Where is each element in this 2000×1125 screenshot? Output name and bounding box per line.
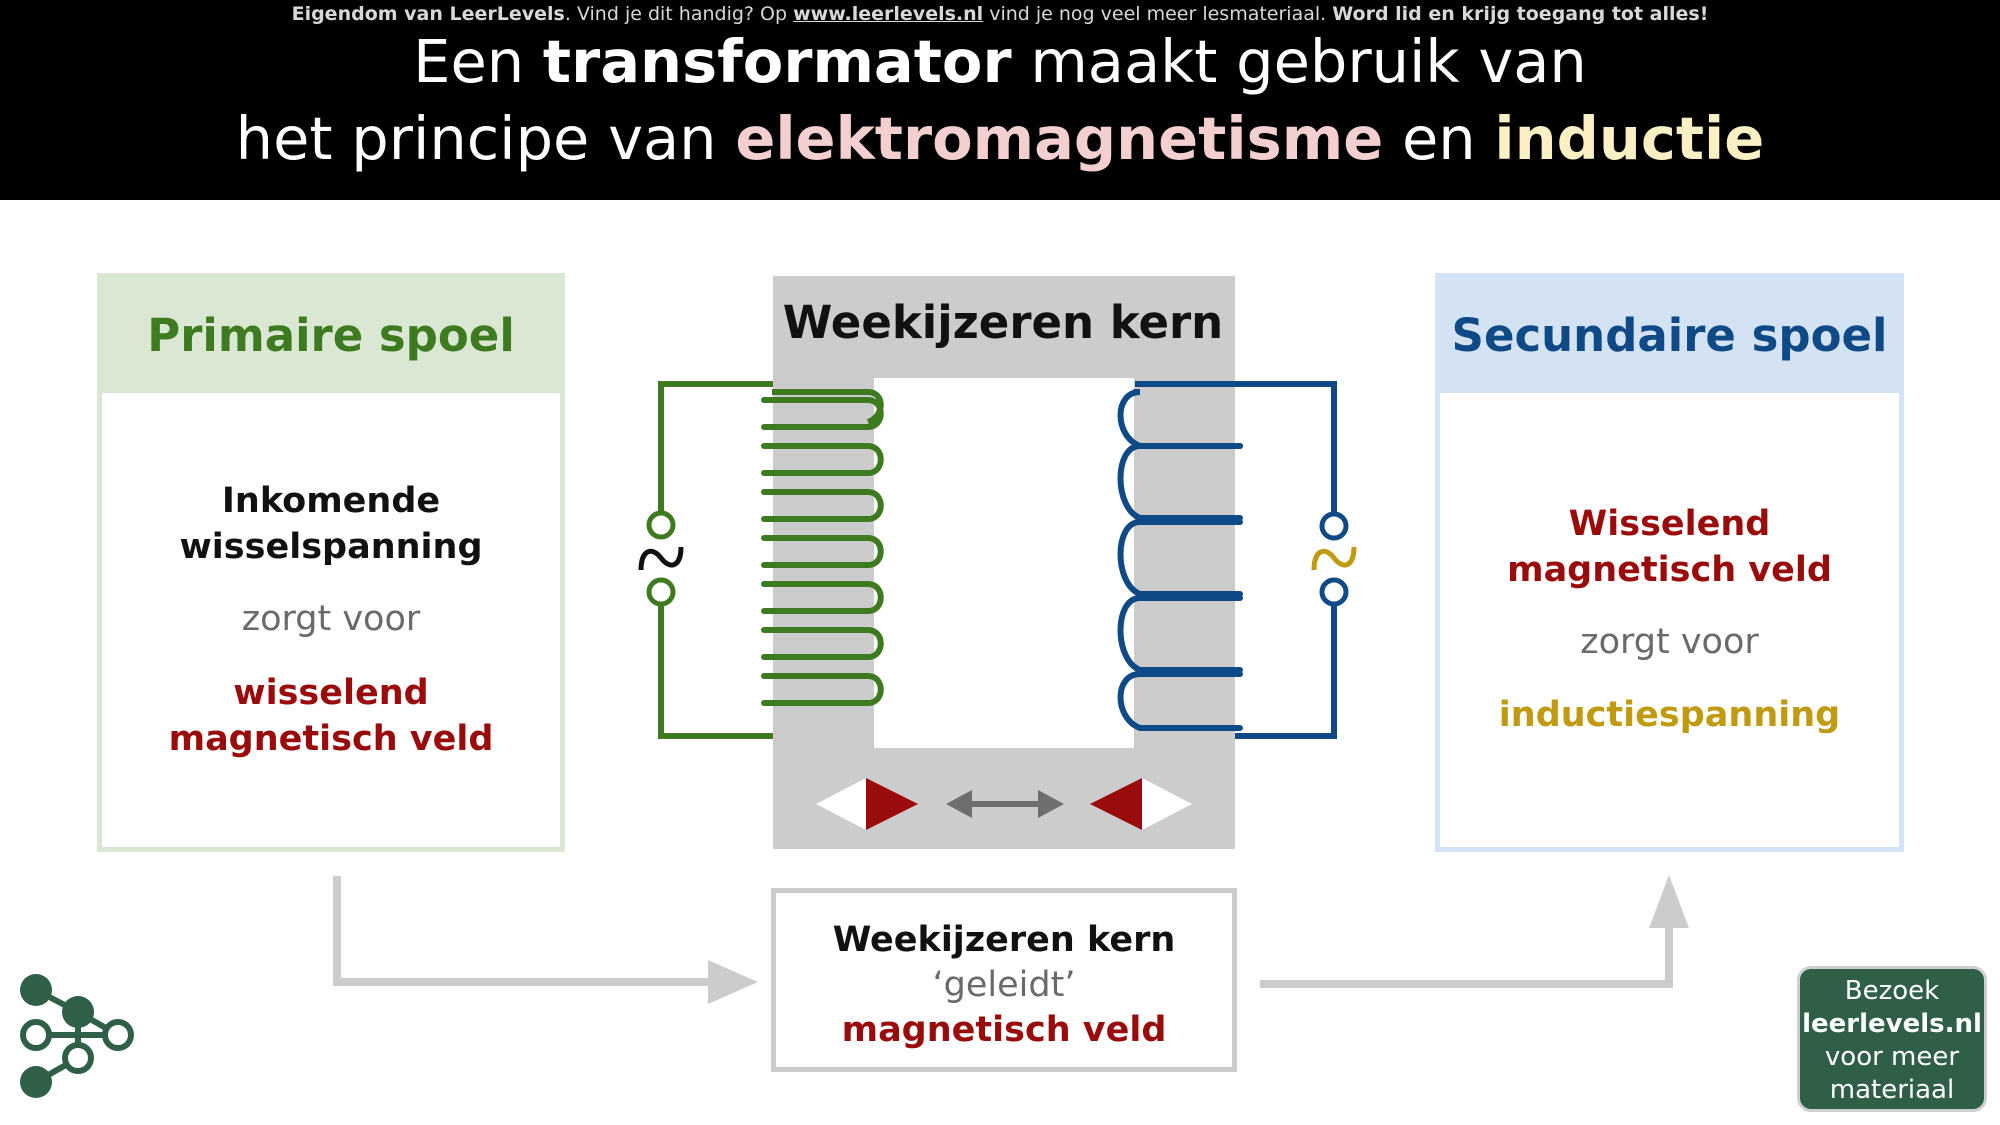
notice-text-2: vind je nog veel meer lesmateriaal. (983, 3, 1333, 25)
flow-arrow-to-core (333, 876, 710, 986)
badge-line-1: Bezoek (1844, 976, 1940, 1006)
secondary-coil-windings (1117, 389, 1243, 731)
primary-result-2: magnetisch veld (168, 719, 494, 759)
field-arrow-right-white (1142, 778, 1192, 830)
core-box-line-1: Weekijzeren kern (832, 920, 1176, 960)
title-keyword-elektromagnetisme: elektromagnetisme (735, 104, 1384, 173)
badge-line-4: materiaal (1829, 1075, 1955, 1105)
secondary-coil-heading: Secundaire spoel (1440, 278, 1899, 393)
primary-connector: zorgt voor (241, 599, 421, 639)
website-link[interactable]: www.leerlevels.nl (793, 3, 984, 25)
primary-wire-top (658, 381, 773, 511)
flow-arrowhead-up (1649, 875, 1689, 928)
notice-text: . Vind je dit handig? Op (564, 3, 794, 25)
header: Eigendom van LeerLevels. Vind je dit han… (0, 0, 2000, 200)
flow-arrowhead-right (708, 960, 758, 1004)
double-arrow-head-left (946, 790, 972, 818)
secondary-line-1: Wisselend (1568, 504, 1771, 544)
flow-arrow-to-secondary (1260, 926, 1673, 988)
secondary-wire-bottom (1235, 606, 1337, 739)
primary-result-1: wisselend (233, 673, 429, 713)
primary-coil-heading: Primaire spoel (102, 278, 560, 393)
core-box-line-3: magnetisch veld (841, 1010, 1167, 1050)
ac-source-icon (1311, 546, 1357, 571)
primary-wire-bottom (658, 605, 773, 739)
ownership-notice: Eigendom van LeerLevels. Vind je dit han… (0, 3, 2000, 25)
secondary-line-2: magnetisch veld (1507, 550, 1832, 590)
core-box-line-2: ‘geleidt’ (932, 965, 1076, 1005)
field-arrow-right-red (1090, 778, 1142, 830)
primary-line-2: wisselspanning (179, 527, 483, 567)
double-arrow-head-right (1038, 790, 1064, 818)
primary-terminal-top (646, 510, 676, 540)
membership-cta[interactable]: Word lid en krijg toegang tot alles! (1332, 3, 1709, 25)
secondary-terminal-bottom (1319, 577, 1349, 607)
secondary-result: inductiespanning (1498, 695, 1841, 735)
page-title-line-2: het principe van elektromagnetisme en in… (0, 103, 2000, 175)
title-keyword-transformator: transformator (542, 27, 1012, 96)
primary-coil-windings (761, 397, 884, 706)
secondary-terminal-top (1319, 511, 1349, 541)
leerlevels-network-logo (20, 974, 134, 1098)
primary-coil-panel: Primaire spoel Inkomende wisselspanning … (97, 273, 565, 852)
visit-website-button[interactable]: Bezoek leerlevels.nl voor meer materiaal (1797, 966, 1987, 1112)
field-arrow-left-red (866, 778, 918, 830)
owner-text: Eigendom van LeerLevels (291, 3, 565, 25)
title-text: maakt gebruik van (1011, 27, 1587, 96)
primary-terminal-bottom (646, 577, 676, 607)
title-keyword-inductie: inductie (1494, 104, 1765, 173)
secondary-connector: zorgt voor (1580, 622, 1759, 662)
ac-source-icon (638, 546, 684, 571)
badge-line-3: voor meer (1824, 1042, 1960, 1072)
primary-coil-lead (772, 389, 884, 425)
secondary-wire-top (1135, 381, 1337, 512)
secondary-coil-panel: Secundaire spoel Wisselend magnetisch ve… (1435, 273, 1904, 852)
title-text: Een (413, 27, 543, 96)
core-heading: Weekijzeren kern (782, 296, 1224, 349)
badge-line-2: leerlevels.nl (1802, 1009, 1982, 1039)
title-text: het principe van (235, 104, 736, 173)
title-text: en (1383, 104, 1495, 173)
page-title-line-1: Een transformator maakt gebruik van (0, 26, 2000, 98)
primary-line-1: Inkomende (221, 481, 441, 521)
field-arrow-left-white (816, 778, 866, 830)
core-summary-box: Weekijzeren kern ‘geleidt’ magnetisch ve… (771, 888, 1237, 1072)
